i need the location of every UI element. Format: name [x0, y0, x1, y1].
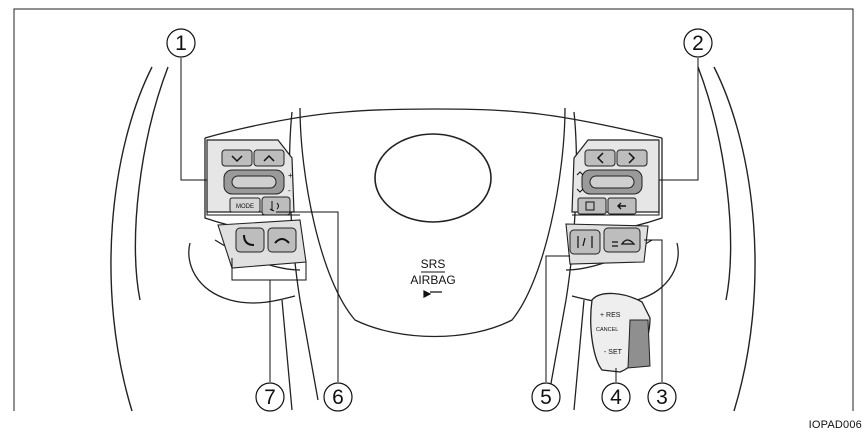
- airbag-line1: SRS: [421, 257, 446, 271]
- talk-icon: [269, 201, 279, 212]
- display-change-button[interactable]: [577, 197, 607, 215]
- set-label: - SET: [604, 349, 623, 356]
- res-label: + RES: [600, 312, 621, 319]
- left-switch-panel: + - MODE: [206, 139, 295, 216]
- vehicle-to-vehicle-distance-switch[interactable]: [603, 227, 641, 253]
- figure-frame: [13, 8, 854, 411]
- svg-text:4: 4: [610, 386, 622, 409]
- lane-tracing-assist-switch[interactable]: [569, 229, 601, 255]
- chevron-up-icon: [263, 154, 275, 162]
- lane-icon: [577, 236, 593, 248]
- svg-text:3: 3: [656, 386, 668, 409]
- cruise-control-lever[interactable]: + RES CANCEL - SET: [590, 292, 651, 373]
- callout-6: 6: [323, 382, 353, 412]
- right-switch-panel: [571, 139, 660, 215]
- on-hook-button[interactable]: [267, 227, 297, 253]
- emblem-oval: [374, 133, 492, 223]
- mode-button[interactable]: MODE: [229, 197, 261, 213]
- svg-text:6: 6: [332, 386, 344, 409]
- callout-5: 5: [531, 382, 561, 412]
- leader-lines: [180, 58, 699, 382]
- svg-text:7: 7: [264, 386, 276, 409]
- distance-car-icon: [612, 239, 636, 247]
- chevron-left-icon: [596, 152, 604, 164]
- figure-code: IOPAD006: [808, 419, 862, 431]
- chevron-right-icon: [628, 152, 636, 164]
- volume-switch[interactable]: + -: [223, 169, 293, 195]
- meter-left-right-switch[interactable]: [584, 149, 648, 167]
- display-icon: [585, 201, 595, 211]
- svg-text:1: 1: [175, 32, 187, 55]
- airbag-line2: AIRBAG: [410, 273, 455, 287]
- telephone-switches: [217, 219, 307, 269]
- right-lower-switches: [565, 223, 649, 265]
- horn-icon: [423, 290, 442, 298]
- mode-label: MODE: [236, 204, 254, 210]
- callout-4: 4: [601, 382, 631, 412]
- back-button[interactable]: [607, 197, 637, 215]
- svg-text:+: +: [288, 171, 293, 180]
- audio-up-down-switch[interactable]: [221, 149, 285, 167]
- srs-airbag-label: SRS AIRBAG: [410, 257, 456, 298]
- chevron-down-icon: [231, 155, 243, 163]
- back-arrow-icon: [617, 202, 626, 210]
- callout-1: 1: [166, 28, 196, 58]
- callout-2: 2: [683, 28, 713, 58]
- callout-3: 3: [647, 382, 677, 412]
- svg-text:2: 2: [692, 32, 704, 55]
- phone-hangup-icon: [274, 238, 290, 244]
- meter-control-switch[interactable]: [576, 169, 643, 195]
- cancel-label: CANCEL: [596, 327, 618, 333]
- svg-text:-: -: [288, 186, 291, 195]
- talk-switch[interactable]: [261, 196, 291, 216]
- callout-7: 7: [255, 382, 285, 412]
- phone-pickup-icon: [243, 234, 255, 246]
- steering-wheel-rim: [110, 66, 756, 412]
- svg-text:5: 5: [540, 386, 552, 409]
- off-hook-button[interactable]: [235, 227, 265, 253]
